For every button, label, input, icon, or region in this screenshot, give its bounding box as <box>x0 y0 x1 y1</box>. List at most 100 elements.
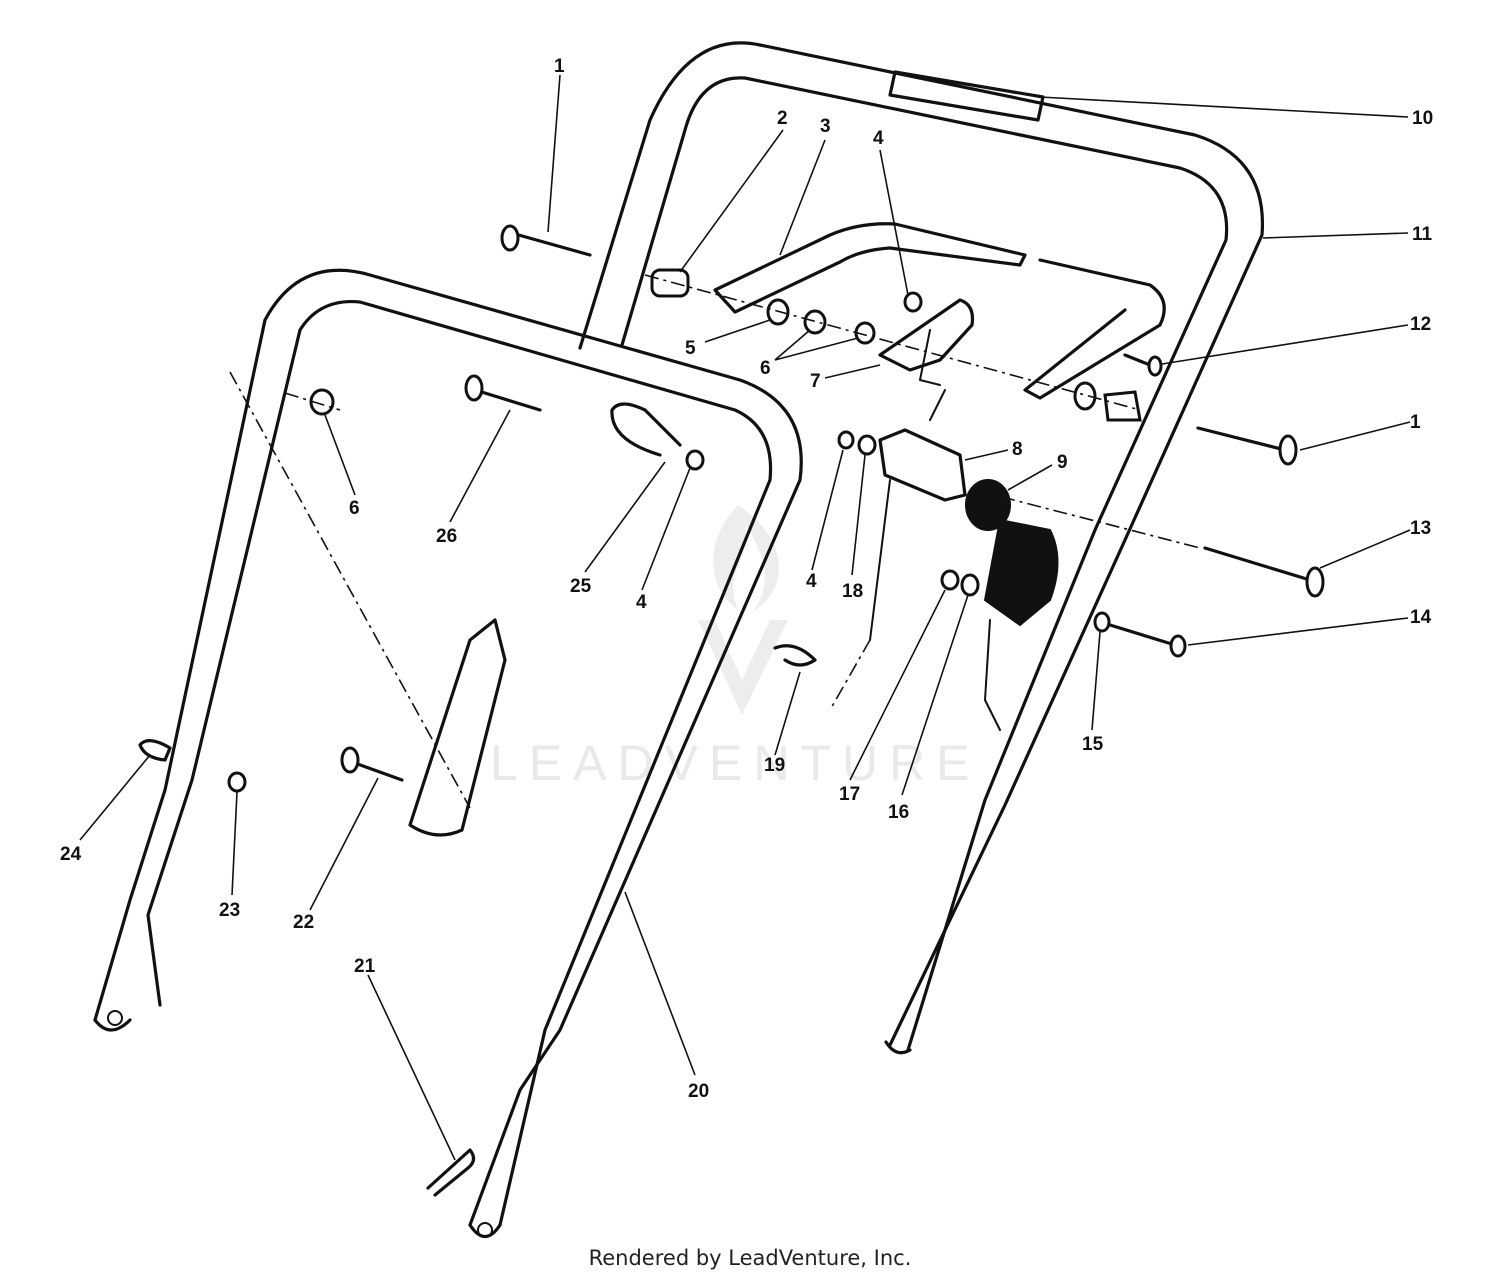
assembly-line-b <box>644 274 1141 411</box>
leader-25 <box>584 461 666 573</box>
nut-6-left <box>309 388 335 416</box>
assembly-line-e <box>284 392 341 411</box>
leader-22 <box>309 777 379 911</box>
callout-1a: 1 <box>554 56 565 77</box>
leader-17 <box>849 589 946 781</box>
callout-5: 5 <box>685 338 696 359</box>
control-bracket <box>713 222 1166 400</box>
nut-23 <box>227 771 247 793</box>
lower-handle-left-hole <box>107 1010 123 1026</box>
bolt-1-right <box>1196 426 1287 452</box>
callout-7: 7 <box>810 371 821 392</box>
upper-handle-end <box>884 1040 912 1055</box>
leader-5 <box>704 319 771 343</box>
nut-17 <box>940 569 960 591</box>
callout-8: 8 <box>1012 439 1023 460</box>
callout-4b: 4 <box>636 592 647 613</box>
lower-handle <box>93 268 803 1239</box>
callout-9: 9 <box>1057 452 1068 473</box>
leader-15 <box>1091 631 1101 731</box>
control-housing <box>983 518 1059 627</box>
cable-clip-19 <box>773 644 817 667</box>
callout-4a: 4 <box>873 128 884 149</box>
nut-4-upper <box>903 291 923 313</box>
nut-6-upper <box>803 309 827 335</box>
hardware <box>138 224 1325 1197</box>
leader-24 <box>79 754 151 841</box>
assembly-line-a <box>229 371 471 809</box>
callout-25: 25 <box>570 576 592 597</box>
leader-7 <box>824 364 881 379</box>
assembly-lines <box>229 274 1201 809</box>
leader-26 <box>449 409 511 523</box>
callout-4c: 4 <box>806 571 817 592</box>
bolt-26-head <box>464 374 484 402</box>
bolt-26 <box>473 388 542 412</box>
nut-4-mid <box>837 430 855 450</box>
leader-2 <box>679 129 784 273</box>
leader-9 <box>1007 464 1053 491</box>
callout-11: 11 <box>1412 224 1433 245</box>
knob <box>965 479 1011 531</box>
lower-handle-outer <box>93 268 803 1227</box>
leader-lines <box>79 74 1411 1161</box>
lower-handle-right-hole <box>477 1222 493 1238</box>
callout-13: 13 <box>1410 518 1431 539</box>
watermark: LEADVENTURE <box>490 505 981 791</box>
washer-16 <box>960 573 980 597</box>
bolt-14-head <box>1169 634 1187 658</box>
assembly-line-c <box>974 489 1201 549</box>
leader-4b <box>641 467 691 591</box>
callout-16: 16 <box>888 802 909 823</box>
leader-16 <box>901 594 969 796</box>
bolt-12-head <box>1147 355 1163 377</box>
assembly-line-d <box>829 639 871 711</box>
leader-1a <box>547 74 561 233</box>
callout-12: 12 <box>1410 314 1431 335</box>
callout-6a: 6 <box>349 498 360 519</box>
hairpin-21 <box>426 1148 476 1197</box>
leader-4c <box>811 449 844 571</box>
washer-18 <box>857 434 877 456</box>
upper-handle-grip <box>888 70 1045 122</box>
washer-15 <box>1093 611 1111 633</box>
callout-21: 21 <box>354 956 376 977</box>
callout-26: 26 <box>436 526 457 547</box>
callout-6b: 6 <box>760 358 771 379</box>
control-bracket-body <box>713 222 1027 314</box>
lower-handle-right-end <box>468 1223 502 1239</box>
footer-credit: Rendered by LeadVenture, Inc. <box>588 1246 912 1270</box>
bolt-22 <box>350 760 404 782</box>
callout-19: 19 <box>764 755 785 776</box>
leader-13 <box>1319 529 1411 569</box>
leader-18 <box>851 454 866 576</box>
bail-plate <box>878 298 975 372</box>
leader-8 <box>964 449 1009 461</box>
leader-10 <box>1039 96 1409 118</box>
bolt-1-upper-head <box>500 224 520 252</box>
lower-handle-inner <box>146 299 773 1227</box>
leader-21 <box>367 974 456 1161</box>
switch-wire <box>869 389 946 641</box>
callout-23: 23 <box>219 900 240 921</box>
lower-handle-stub <box>408 618 507 837</box>
control-bracket-arm <box>1023 258 1166 400</box>
callout-24: 24 <box>60 844 82 865</box>
bolt-14 <box>1108 623 1177 647</box>
leader-12 <box>1161 324 1409 365</box>
callout-14: 14 <box>1410 607 1432 628</box>
leader-11 <box>1262 232 1409 239</box>
callout-10: 10 <box>1412 108 1433 129</box>
leader-3 <box>779 139 826 256</box>
leader-1b <box>1299 421 1411 451</box>
callout-15: 15 <box>1082 734 1104 755</box>
watermark-text: LEADVENTURE <box>490 735 981 791</box>
bolt-1-right-head <box>1278 434 1298 466</box>
callout-18: 18 <box>842 581 863 602</box>
callout-2: 2 <box>777 108 788 129</box>
callouts: 1 1 2 3 4 4 4 5 6 6 7 8 9 10 11 12 13 14… <box>60 56 1433 1102</box>
control-wire <box>984 619 1001 731</box>
leader-23 <box>231 791 238 896</box>
nut-4-left <box>685 449 705 471</box>
